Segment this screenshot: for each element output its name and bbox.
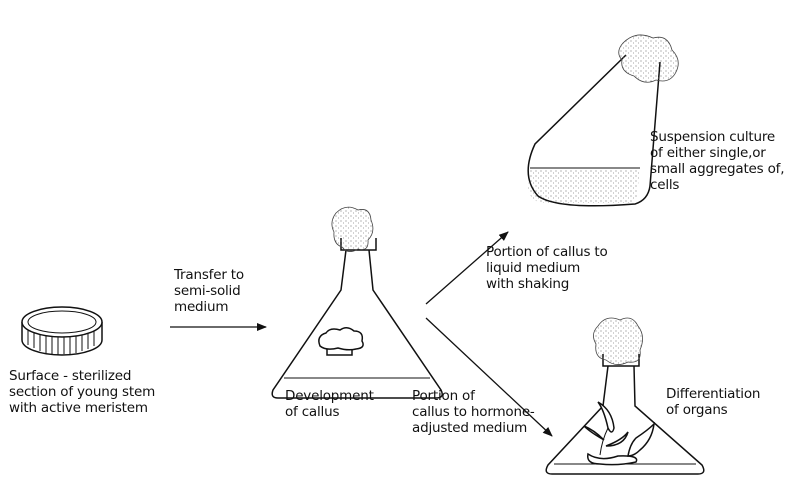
callus-flask	[272, 207, 442, 398]
stem-section-disc	[22, 307, 102, 355]
suspension-culture-label: Suspension culture of either single,or s…	[650, 129, 784, 193]
hormone-medium-label: Portion of callus to hormone- adjusted m…	[412, 388, 535, 436]
differentiation-label: Differentiation of organs	[666, 386, 760, 418]
stem-section-label: Surface - sterilized section of young st…	[9, 368, 155, 416]
transfer-label: Transfer to semi-solid medium	[174, 267, 244, 315]
liquid-medium-label: Portion of callus to liquid medium with …	[486, 244, 608, 292]
callus-development-label: Development of callus	[285, 388, 374, 420]
